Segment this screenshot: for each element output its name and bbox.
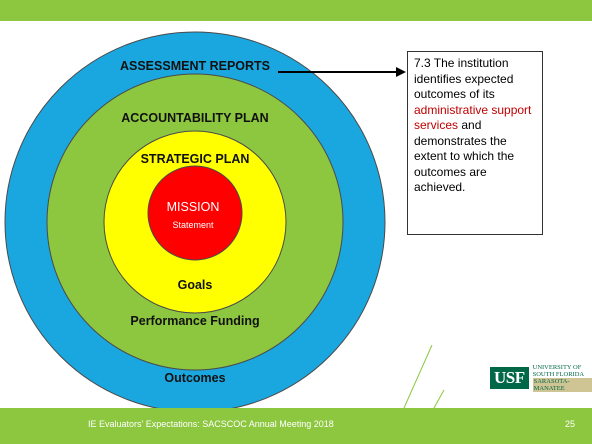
usf-logo-line2: SOUTH FLORIDA — [532, 371, 585, 378]
label-accountability-plan: ACCOUNTABILITY PLAN — [121, 111, 269, 125]
callout-text-after: and demonstrates the extent to which the… — [414, 118, 515, 194]
label-performance-funding: Performance Funding — [130, 314, 260, 328]
usf-logo-line3: SARASOTA-MANATEE — [532, 378, 592, 392]
footer-text: IE Evaluators’ Expectations: SACSCOC Ann… — [88, 419, 334, 429]
label-goals: Goals — [177, 278, 213, 292]
callout-highlight: administrative support services — [414, 102, 532, 133]
label-mission: MISSION — [166, 200, 220, 214]
bottom-band — [0, 408, 592, 444]
label-mission-statement: Statement — [172, 220, 214, 230]
callout-text-before: 7.3 The institution identifies expected … — [414, 56, 514, 101]
callout-box: 7.3 The institution identifies expected … — [407, 51, 543, 235]
label-assessment-reports: ASSESSMENT REPORTS — [119, 59, 271, 73]
arrow-head — [396, 67, 406, 77]
ring-mission — [147, 165, 243, 261]
top-band — [0, 0, 592, 21]
usf-logo: USF UNIVERSITY OF SOUTH FLORIDA SARASOTA… — [490, 364, 592, 392]
page-number: 25 — [565, 419, 576, 429]
usf-logo-text: UNIVERSITY OF SOUTH FLORIDA SARASOTA-MAN… — [532, 364, 592, 392]
usf-logo-line1: UNIVERSITY OF — [532, 364, 582, 371]
label-strategic-plan: STRATEGIC PLAN — [140, 152, 250, 166]
usf-logo-mark: USF — [490, 367, 529, 389]
label-outcomes: Outcomes — [164, 371, 226, 385]
